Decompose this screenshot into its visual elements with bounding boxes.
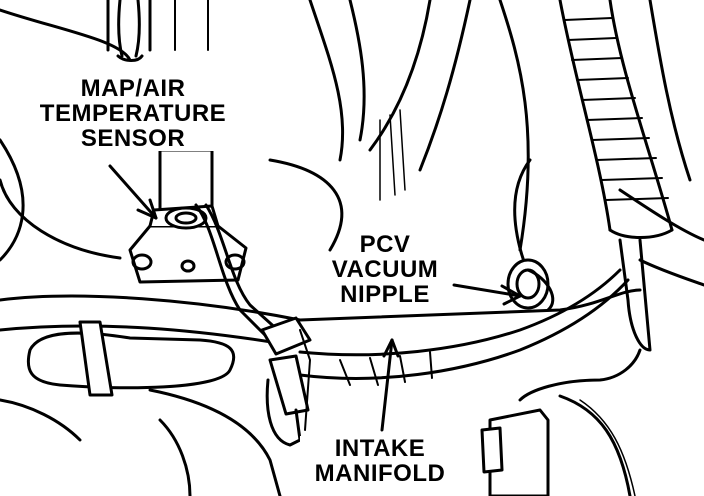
vacuum-hose <box>298 268 630 386</box>
pcv-nipple <box>506 258 555 312</box>
pcv-callout-line-1: PCV <box>359 231 411 258</box>
intake-callout-line-1: INTAKE <box>334 435 426 462</box>
pcv-callout-line-3: NIPPLE <box>340 281 430 308</box>
map-sensor-callout-line-3: SENSOR <box>80 125 186 152</box>
pcv-callout-line-2: VACUUM <box>331 256 439 283</box>
lower-right-connector <box>480 348 642 496</box>
pcv-arrow <box>452 283 522 298</box>
map-sensor-arrow <box>108 164 158 220</box>
pcv-nipple-callout: PCV VACUUM NIPPLE <box>300 232 470 307</box>
upper-pipe <box>106 0 209 62</box>
corrugated-hose <box>558 0 674 352</box>
map-sensor-callout: MAP/AIR TEMPERATURE SENSOR <box>38 76 228 151</box>
intake-arrow <box>380 338 394 432</box>
callout-arrows <box>108 164 522 432</box>
intake-runner <box>0 288 642 496</box>
map-sensor-body <box>128 148 282 342</box>
map-sensor-callout-line-2: TEMPERATURE <box>39 100 227 127</box>
intake-manifold-callout: INTAKE MANIFOLD <box>300 436 460 486</box>
sensor-connector <box>260 316 312 447</box>
intake-callout-line-2: MANIFOLD <box>314 460 446 487</box>
map-sensor-callout-line-1: MAP/AIR <box>80 75 186 102</box>
